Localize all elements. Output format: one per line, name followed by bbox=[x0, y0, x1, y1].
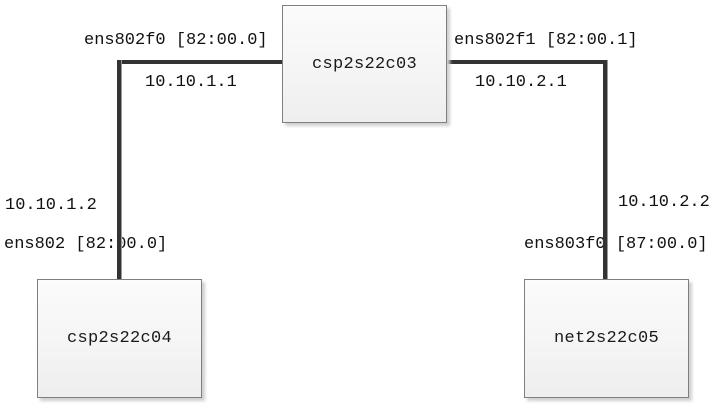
link-csp2s22c03-net2s22c05-horizontal-segment bbox=[447, 60, 607, 64]
node-csp2s22c04: csp2s22c04 bbox=[37, 279, 202, 398]
interface-label-ens802f1: ens802f1 [82:00.1] bbox=[454, 31, 638, 50]
ip-label-10-10-1-1: 10.10.1.1 bbox=[145, 73, 237, 92]
node-net2s22c05: net2s22c05 bbox=[524, 279, 689, 398]
node-label-csp2s22c03: csp2s22c03 bbox=[311, 54, 418, 74]
interface-label-ens802f0: ens802f0 [82:00.0] bbox=[84, 31, 268, 50]
link-csp2s22c03-net2s22c05-vertical-segment bbox=[603, 60, 607, 279]
interface-label-ens802: ens802 [82:00.0] bbox=[4, 235, 168, 254]
link-csp2s22c03-csp2s22c04-vertical-segment bbox=[117, 60, 121, 279]
node-label-csp2s22c04: csp2s22c04 bbox=[66, 329, 173, 348]
ip-label-10-10-2-2: 10.10.2.2 bbox=[618, 193, 710, 212]
link-csp2s22c03-csp2s22c04-horizontal-segment bbox=[117, 60, 282, 64]
ip-label-10-10-2-1: 10.10.2.1 bbox=[475, 73, 567, 92]
interface-label-ens803f0: ens803f0 [87:00.0] bbox=[524, 235, 708, 254]
node-csp2s22c03: csp2s22c03 bbox=[282, 5, 447, 123]
node-label-net2s22c05: net2s22c05 bbox=[553, 329, 660, 348]
ip-label-10-10-1-2: 10.10.1.2 bbox=[5, 196, 97, 215]
